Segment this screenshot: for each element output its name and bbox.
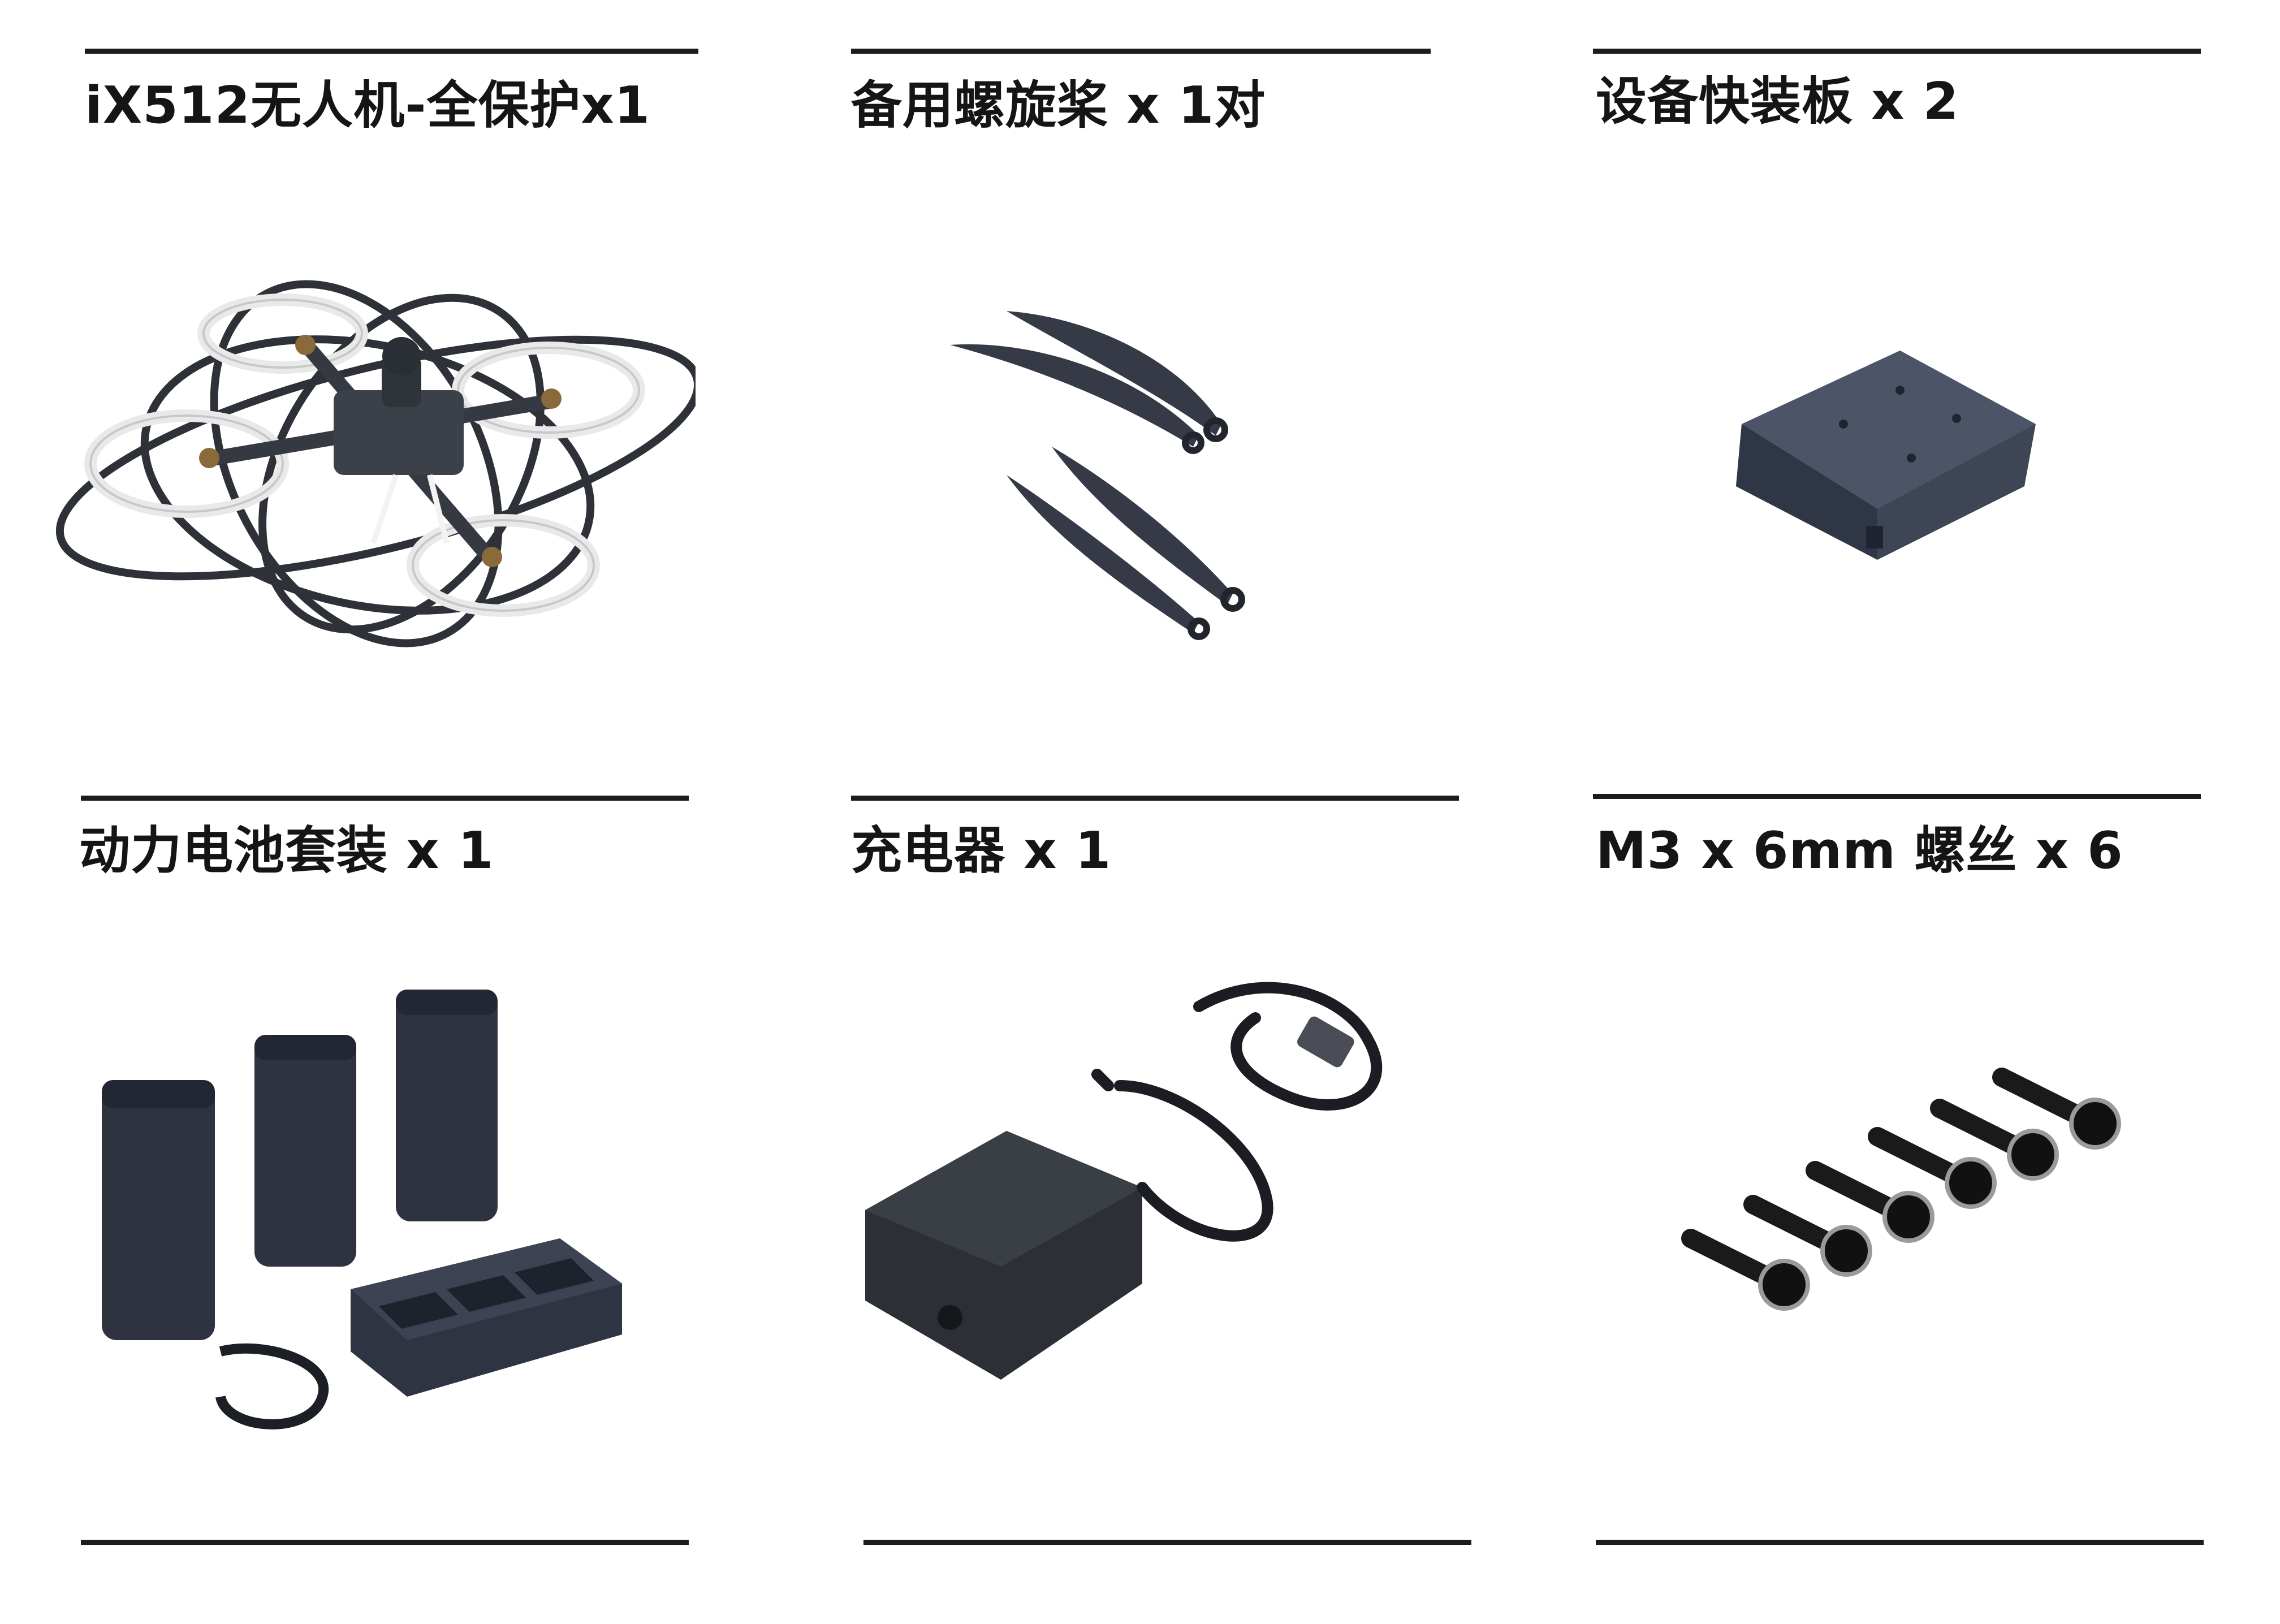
battery-kit-icon	[96, 990, 639, 1453]
top-rule-2	[851, 49, 1431, 54]
bottom-rule-2	[863, 1540, 1471, 1545]
item-title-propellers: 备用螺旋桨 x 1对	[851, 76, 1266, 135]
item-title-charger: 充电器 x 1	[851, 821, 1112, 880]
mount-plate-icon	[1730, 339, 2047, 565]
item-title-drone: iX512无人机-全保护x1	[85, 76, 651, 135]
charger-icon	[860, 973, 1470, 1402]
mid-rule-1	[81, 796, 689, 801]
top-rule-1	[85, 49, 698, 54]
item-title-screws: M3 x 6mm 螺丝 x 6	[1596, 821, 2123, 880]
item-title-mount-plate: 设备快装板 x 2	[1596, 72, 1959, 131]
bottom-rule-1	[81, 1540, 689, 1545]
bottom-rule-3	[1596, 1540, 2204, 1545]
mid-rule-2	[851, 796, 1459, 801]
propeller-pair-icon	[950, 305, 1289, 645]
item-title-battery-kit: 动力电池套装 x 1	[79, 821, 494, 880]
mid-rule-3	[1593, 794, 2201, 799]
drone-with-guard-icon	[40, 249, 696, 690]
top-rule-3	[1593, 49, 2201, 54]
screws-icon	[1674, 1063, 2126, 1323]
